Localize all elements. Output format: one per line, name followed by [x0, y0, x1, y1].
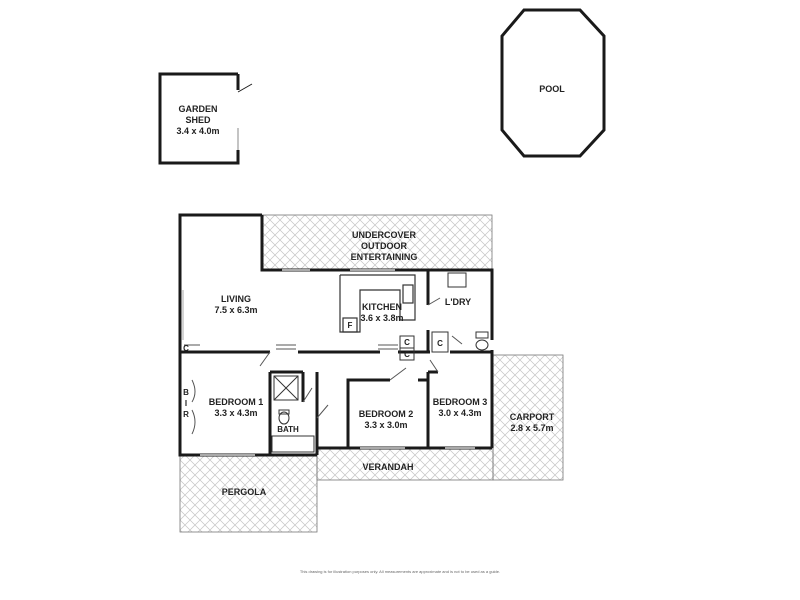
outdoor-entertaining-area: [261, 214, 493, 271]
cooktop: [402, 284, 414, 304]
fixtures: [271, 272, 489, 453]
linen-cupboard-2: [399, 347, 415, 361]
carport-area: [492, 354, 564, 481]
doors-windows: [182, 269, 475, 456]
kitchen-bench: [339, 274, 416, 333]
bath-tub: [271, 435, 315, 453]
laundry-tub: [447, 272, 467, 288]
verandah-area: [316, 447, 494, 481]
linen-cupboard-1: [399, 335, 415, 349]
garden-shed-walls: [158, 72, 253, 165]
pantry: [431, 331, 449, 353]
laundry-toilet: [475, 339, 489, 351]
pergola-area: [179, 454, 318, 533]
toilet: [278, 411, 290, 425]
pool-outline: [500, 8, 606, 158]
fridge-space: [342, 317, 358, 333]
shower: [273, 375, 299, 401]
